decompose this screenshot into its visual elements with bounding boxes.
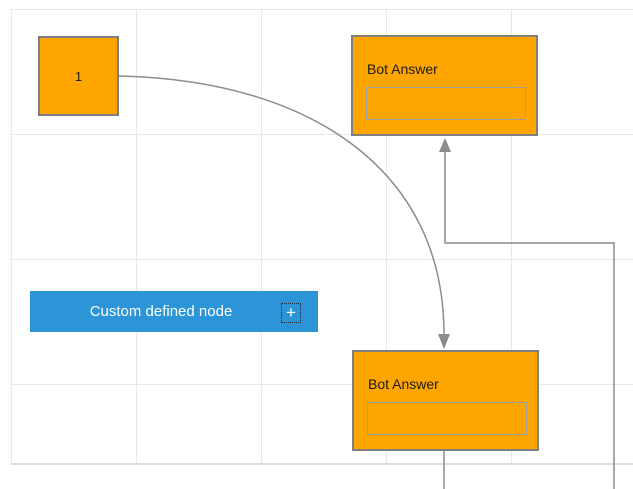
bot-answer-node-top[interactable]: Bot Answer <box>351 35 538 136</box>
bot-answer-input[interactable] <box>366 87 526 120</box>
bot-answer-title: Bot Answer <box>368 376 439 392</box>
node-1[interactable]: 1 <box>38 36 119 116</box>
bot-answer-input[interactable] <box>367 402 527 435</box>
bot-answer-title: Bot Answer <box>367 61 438 77</box>
elbow-connector[interactable] <box>444 151 615 489</box>
node-1-label: 1 <box>74 68 83 84</box>
plus-icon: + <box>286 303 296 322</box>
add-port-handle[interactable]: + <box>281 303 301 323</box>
custom-defined-node[interactable]: Custom defined node + <box>30 291 318 332</box>
bot-answer-node-bottom[interactable]: Bot Answer <box>352 350 539 451</box>
arrowhead-up-icon <box>439 138 451 152</box>
arrowhead-down-icon <box>438 334 450 349</box>
custom-node-label: Custom defined node <box>89 303 233 320</box>
bezier-connector[interactable] <box>118 75 445 335</box>
